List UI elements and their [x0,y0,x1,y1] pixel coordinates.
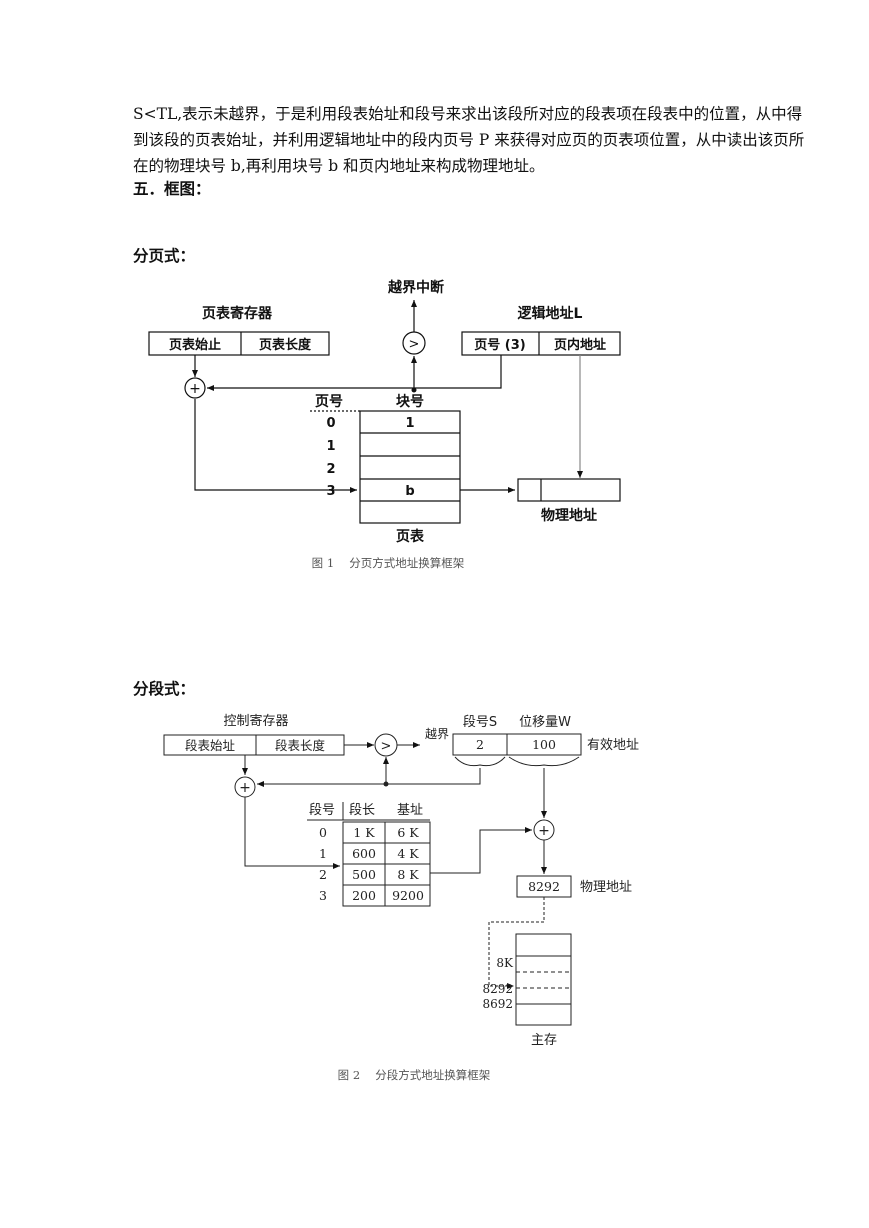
segment-diagram: 控制寄存器 段表始址 段表长度 > 越界 段号S 位移量W 2 100 有效地址… [163,713,639,1082]
segment-physical-label: 物理地址 [580,880,632,895]
segment-row-1-seg: 1 [319,846,327,861]
segment-add-symbol-2: + [538,823,550,839]
segment-row-3-len: 200 [352,888,376,903]
segment-row-0-len: 1 K [353,825,375,840]
segment-offset-value: 100 [532,737,556,752]
paging-row-0: 0 [326,416,335,431]
paging-register-box [148,331,330,356]
segment-heading: 分段式： [133,680,196,698]
paging-add-node [184,377,206,399]
segment-row-2-base: 8 K [397,867,419,882]
paging-block-3: b [405,484,414,499]
segment-col-len: 段长 [349,803,375,818]
paging-physical-box [517,478,621,502]
paging-logical-title: 逻辑地址L [518,305,583,322]
memory-8692-label: 8692 [482,997,513,1011]
segment-row-1-base: 4 K [397,846,419,861]
body-paragraph: S<TL,表示未越界，于是利用段表始址和段号来求出该段所对应的段表项在段表中的位… [133,105,805,175]
segment-register-title: 控制寄存器 [223,713,288,729]
segment-reg-length: 段表长度 [275,738,326,753]
segment-reg-start: 段表始址 [185,738,236,753]
paging-physical-label: 物理地址 [541,507,597,524]
segment-add-symbol-1: + [239,780,251,796]
paging-reg-start: 页表始止 [169,337,221,353]
memory-8k-label: 8K [496,956,514,970]
segment-physical-value: 8292 [528,879,560,894]
segment-valid-label: 有效地址 [587,738,639,753]
segment-row-3-base: 9200 [392,888,424,903]
segment-seg-label: 段号S [463,715,497,730]
paging-interrupt-label: 越界中断 [387,279,444,296]
segment-row-0-seg: 0 [319,825,327,840]
paging-reg-length: 页表长度 [259,337,312,353]
paging-diagram: 越界中断 页表寄存器 页表始止 页表长度 逻辑地址L 页号 (3) 页内地址 >… [148,279,621,570]
page-table [359,410,461,524]
paging-col-page: 页号 [315,394,343,410]
paging-table-label: 页表 [396,528,425,545]
segment-row-0-base: 6 K [397,825,419,840]
paging-caption: 图 1 分页方式地址换算框架 [312,556,465,570]
memory-8292-label: 8292 [482,982,513,996]
memory-label: 主存 [531,1033,557,1048]
paging-block-0: 1 [405,416,414,431]
segment-offset-label: 位移量W [519,715,571,730]
paging-register-title: 页表寄存器 [202,305,273,322]
segment-compare-symbol: > [381,739,392,754]
paging-page-offset: 页内地址 [554,337,606,353]
paging-row-3: 3 [326,484,335,499]
segment-row-2-seg: 2 [319,867,327,882]
paging-row-2: 2 [326,462,335,477]
segment-row-2-len: 500 [352,867,376,882]
segment-logical-box [452,733,582,756]
paging-col-block: 块号 [396,394,424,410]
segment-overflow-label: 越界 [425,727,449,741]
main-memory [515,933,572,1026]
segment-col-seg: 段号 [309,803,335,818]
paging-page-num: 页号 (3) [474,338,525,353]
segment-seg-value: 2 [476,737,484,752]
paging-compare-symbol: > [409,337,420,352]
segment-row-3-seg: 3 [319,888,327,903]
paging-heading: 分页式： [133,247,196,265]
segment-col-base: 基址 [397,803,423,818]
paging-row-1: 1 [326,439,335,454]
paging-add-symbol: + [189,381,201,397]
section-heading: 五．框图： [133,180,211,198]
paging-logical-box [461,331,621,356]
segment-row-1-len: 600 [352,846,376,861]
segment-caption: 图 2 分段方式地址换算框架 [338,1068,491,1082]
